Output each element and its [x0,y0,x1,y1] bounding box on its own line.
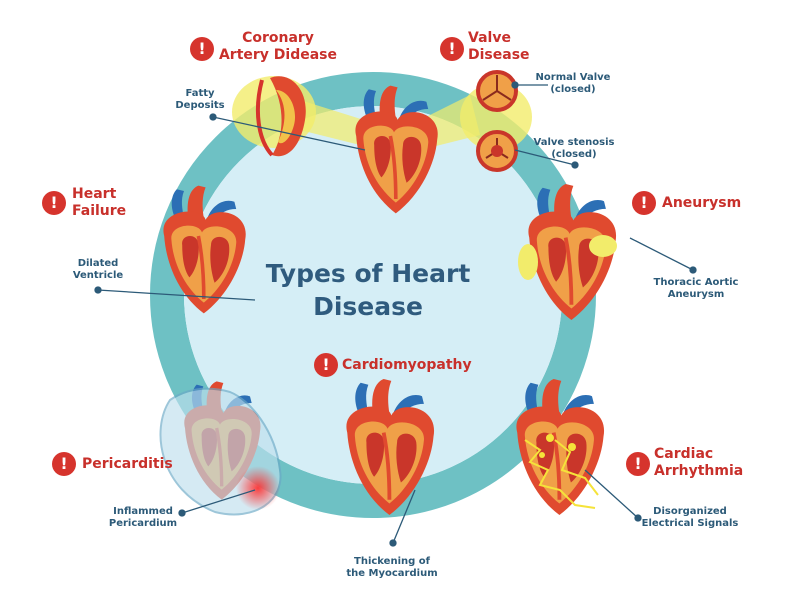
detail-valve-stenosis: Valve stenosis (closed) [533,137,615,160]
valve-stenosis-icon [476,130,518,172]
page-title: Types of Heart Disease [265,259,471,321]
detail-disorganized-signals: Disorganized Electrical Signals [641,506,739,529]
disease-label-cardiomyopathy: Cardiomyopathy [342,357,472,373]
exclamation-icon: ! [52,452,76,476]
exclamation-icon: ! [440,37,464,61]
disease-label-heart-failure: Heart Failure [72,186,127,219]
normal-valve-icon [476,70,518,112]
detail-fatty-deposits: Fatty Deposits [175,88,225,111]
exclamation-icon: ! [632,191,656,215]
detail-thoracic-aortic-aneurysm: Thoracic Aortic Aneurysm [653,277,739,300]
disease-label-valve: Valve Disease [468,30,530,63]
detail-inflammed-pericardium: Inflammed Pericardium [108,506,178,529]
detail-thickening-myocardium: Thickening of the Myocardium [346,556,438,579]
electrical-signal-path [524,439,596,509]
artery-cross-section [255,76,306,157]
inflammation-spot [236,466,280,510]
exclamation-icon: ! [42,191,66,215]
detail-dilated-ventricle: Dilated Ventricle [72,258,124,281]
disease-label-cardiac-arrhythmia: Cardiac Arrhythmia [654,446,744,479]
exclamation-icon: ! [190,37,214,61]
center-disc [184,106,562,484]
disease-label-pericarditis: Pericarditis [82,456,173,472]
disease-label-coronary: Coronary Artery Didease [218,30,338,63]
exclamation-icon: ! [626,452,650,476]
detail-normal-valve: Normal Valve (closed) [535,72,611,95]
disease-label-aneurysm: Aneurysm [662,195,742,211]
exclamation-icon: ! [314,353,338,377]
aneurysm-bulge [589,235,617,257]
